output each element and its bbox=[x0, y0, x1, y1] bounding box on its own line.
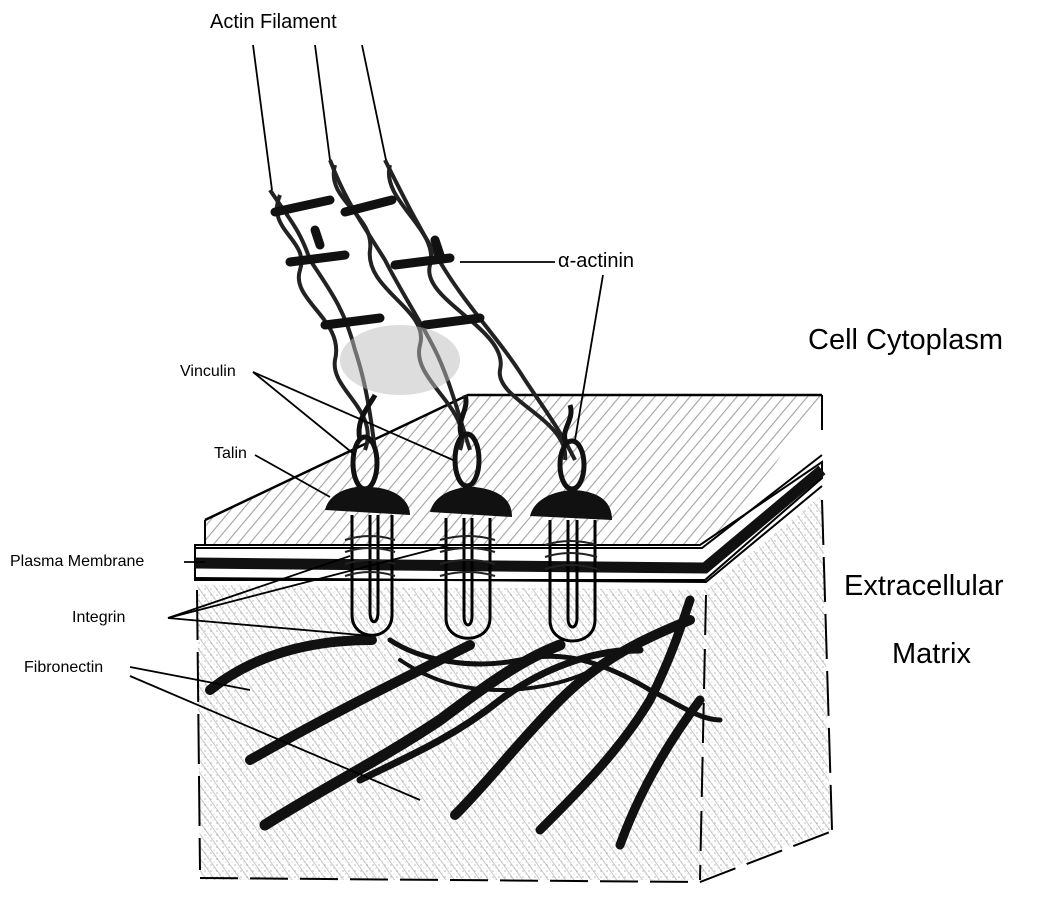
label-extracellular: Extracellular bbox=[844, 572, 1004, 601]
shadow bbox=[340, 325, 460, 395]
label-fibronectin: Fibronectin bbox=[24, 660, 103, 676]
label-talin: Talin bbox=[214, 446, 247, 462]
label-cell-cytoplasm: Cell Cytoplasm bbox=[808, 326, 1003, 355]
label-matrix: Matrix bbox=[892, 640, 971, 669]
label-alpha-actinin: α-actinin bbox=[558, 251, 634, 271]
label-vinculin: Vinculin bbox=[180, 364, 236, 380]
label-actin-filament: Actin Filament bbox=[210, 12, 337, 32]
label-plasma-membrane: Plasma Membrane bbox=[10, 554, 144, 570]
actin-filament-strands bbox=[253, 45, 386, 190]
label-integrin: Integrin bbox=[72, 610, 125, 626]
alpha-actinin-crosslinks bbox=[275, 200, 480, 325]
